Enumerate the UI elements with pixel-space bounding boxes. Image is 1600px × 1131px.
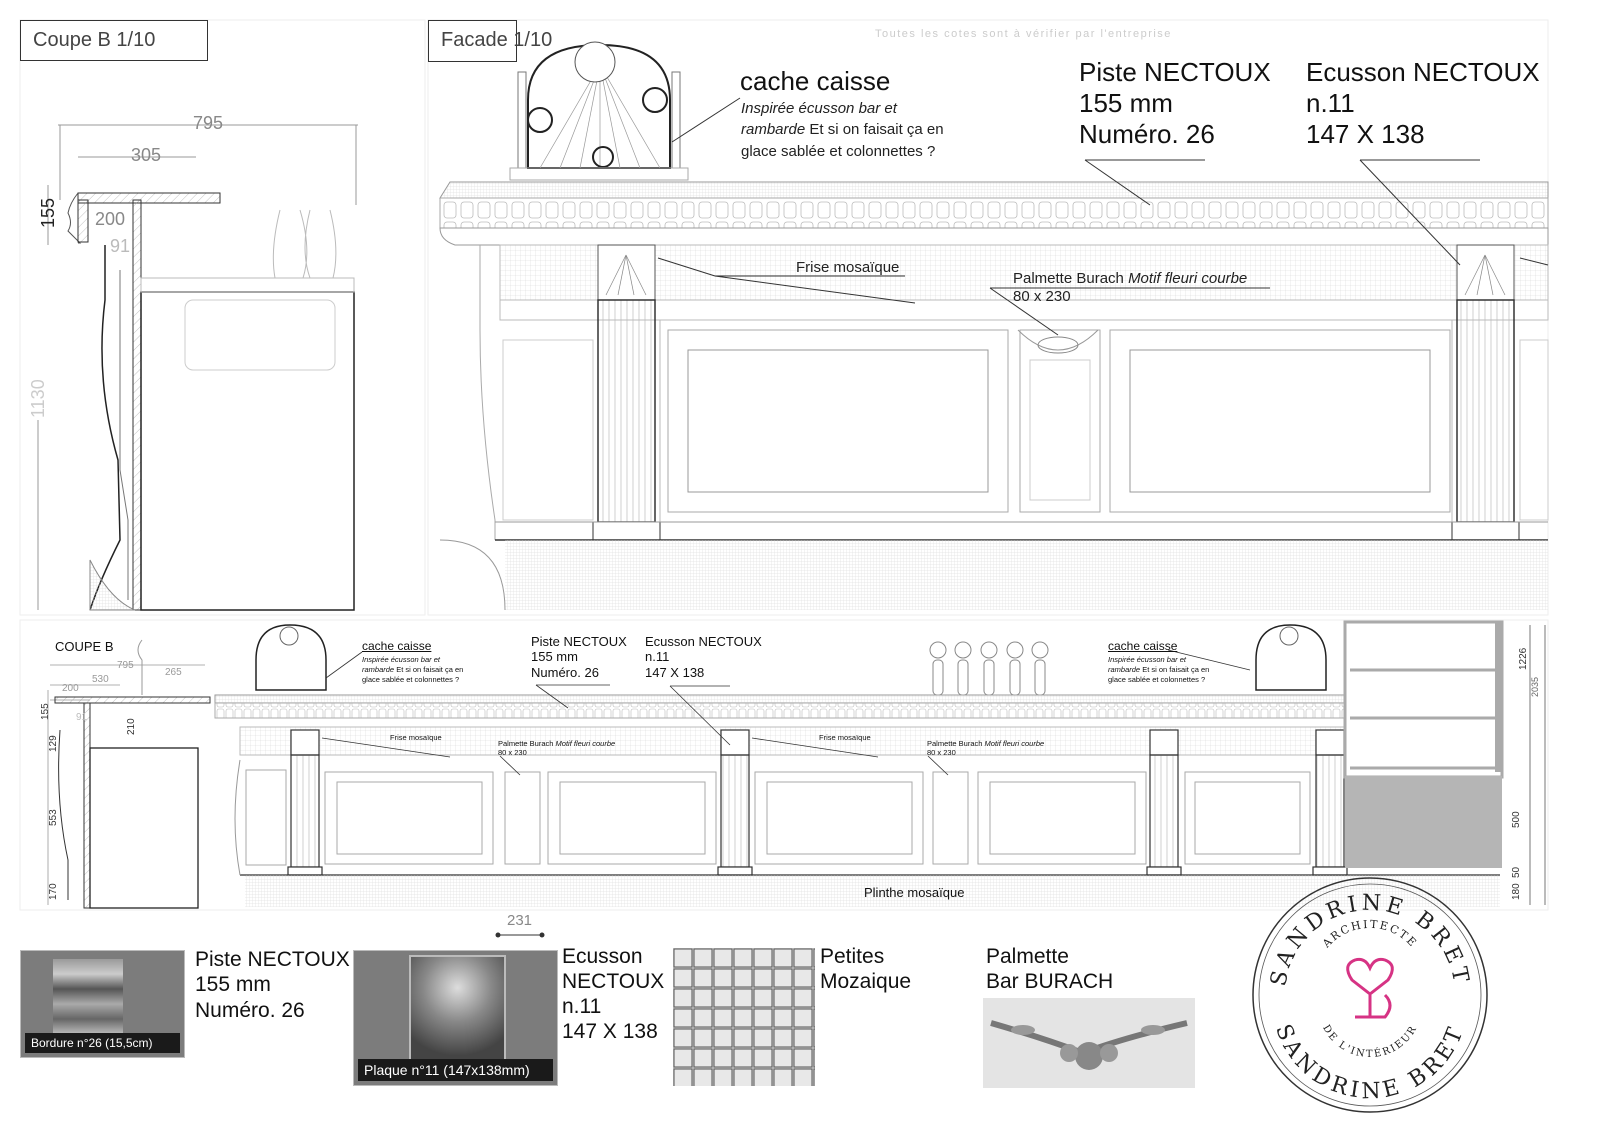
dim-50: 50 xyxy=(1511,866,1522,878)
palmette-italic: Motif fleuri courbe xyxy=(555,739,616,748)
coupe-b-section-top xyxy=(19,19,426,616)
plaque-image xyxy=(409,955,506,1061)
dim-795-small: 795 xyxy=(117,660,134,671)
plaque-desc-4: 147 X 138 xyxy=(562,1020,658,1043)
facade-elevation-top xyxy=(427,19,1549,616)
dim-129-small: 129 xyxy=(48,735,59,752)
piste-small-1: Piste NECTOUX xyxy=(531,634,627,649)
dim-180: 180 xyxy=(1511,883,1522,900)
bordure-image xyxy=(53,959,123,1034)
plaque-caption: Plaque n°11 (147x138mm) xyxy=(358,1059,553,1081)
cache-caisse-small-right-note-3: glace sablée et colonnettes ? xyxy=(1108,675,1206,684)
cache-caisse-note-1: Inspirée écusson bar et xyxy=(741,100,897,117)
plaque-desc-1: Ecusson xyxy=(562,945,643,968)
piste-label-1: Piste NECTOUX xyxy=(1079,57,1271,87)
bordure-desc-3: Numéro. 26 xyxy=(195,999,305,1022)
disclaimer-text: Toutes les cotes sont à vérifier par l'e… xyxy=(875,28,1172,40)
mosaic-tiles xyxy=(673,948,815,1086)
plaque-photo: Plaque n°11 (147x138mm) xyxy=(353,950,558,1086)
palmette-small-1-size: 80 x 230 xyxy=(498,748,527,757)
cache-caisse-small-left-note-3: glace sablée et colonnettes ? xyxy=(362,675,460,684)
ecusson-label-1: Ecusson NECTOUX xyxy=(1306,57,1540,87)
ecusson-small-1: Ecusson NECTOUX xyxy=(645,634,762,649)
svg-text:DE L'INTÉRIEUR: DE L'INTÉRIEUR xyxy=(1320,1023,1420,1060)
mosaic-desc-2: Mozaique xyxy=(820,970,912,993)
dim-200: 200 xyxy=(95,209,126,229)
palmette-italic: Motif fleuri courbe xyxy=(1128,270,1248,287)
note-rest: Et si on faisait ça en xyxy=(1140,665,1210,674)
frise-small-2: Frise mosaïque xyxy=(819,733,871,742)
coupe-b-small-title: COUPE B xyxy=(55,639,114,654)
cache-caisse-title: cache caisse xyxy=(740,66,891,96)
dim-553-small: 553 xyxy=(48,809,59,826)
dim-155-small: 155 xyxy=(40,703,51,720)
plaque-desc-3: n.11 xyxy=(562,995,602,1018)
palmette-size: 80 x 230 xyxy=(1013,288,1071,305)
palmette-desc-1: Palmette xyxy=(986,945,1069,968)
architect-stamp-logo: SANDRINE BRET SANDRINE BRET ARCHITECTE D… xyxy=(1252,877,1488,1113)
cache-caisse-note-2: rambarde Et si on faisait ça en xyxy=(741,119,944,140)
dim-1226: 1226 xyxy=(1518,647,1529,670)
ecusson-small-3: 147 X 138 xyxy=(645,665,705,680)
dim-530-small: 530 xyxy=(92,674,109,685)
frise-small-1: Frise mosaïque xyxy=(390,733,442,742)
coupe-b-title: Coupe B 1/10 xyxy=(20,20,208,61)
bordure-caption: Bordure n°26 (15,5cm) xyxy=(25,1033,180,1053)
note-rest: Et si on faisait ça en xyxy=(394,665,464,674)
frise-label: Frise mosaïque xyxy=(796,259,900,276)
bordure-desc-1: Piste NECTOUX xyxy=(195,948,350,971)
palmette-desc-2: Bar BURACH xyxy=(986,970,1114,993)
dim-155: 155 xyxy=(38,197,58,228)
dim-2035: 2035 xyxy=(1530,676,1540,697)
palmette-italic: Motif fleuri courbe xyxy=(984,739,1045,748)
dim-305: 305 xyxy=(131,145,162,165)
dim-91-small: 91 xyxy=(76,712,88,723)
cache-caisse-note-3: glace sablée et colonnettes ? xyxy=(741,143,936,160)
palmette-small-1: Palmette Burach Motif fleuri courbe xyxy=(498,739,615,749)
palmette-photo xyxy=(983,998,1195,1088)
mosaic-photo xyxy=(673,948,815,1086)
bordure-photo: Bordure n°26 (15,5cm) xyxy=(20,950,185,1058)
note-italic: rambarde xyxy=(362,665,395,674)
piste-label-3: Numéro. 26 xyxy=(1079,119,1215,149)
dim-170-small: 170 xyxy=(48,883,59,900)
palmette-name: Palmette Burach xyxy=(498,739,554,748)
palmette-name: Palmette Burach xyxy=(1013,270,1124,287)
piste-label-2: 155 mm xyxy=(1079,88,1173,118)
dim-1130: 1130 xyxy=(28,379,48,418)
mosaic-desc-1: Petites xyxy=(820,945,885,968)
cache-caisse-small-left-note-2: rambarde Et si on faisait ça en xyxy=(362,665,463,675)
dim-500: 500 xyxy=(1511,811,1522,828)
dim-91: 91 xyxy=(110,236,131,256)
note-italic: rambarde xyxy=(741,121,806,138)
plaque-desc-2: NECTOUX xyxy=(562,970,665,993)
dim-231: 231 xyxy=(507,912,533,929)
palmette-label: Palmette Burach Motif fleuri courbe xyxy=(1013,268,1247,289)
ecusson-label-2: n.11 xyxy=(1306,88,1355,118)
plinthe-label: Plinthe mosaïque xyxy=(864,885,965,900)
cache-caisse-small-left-note-1: Inspirée écusson bar et xyxy=(362,655,440,664)
ecusson-small-2: n.11 xyxy=(645,649,670,664)
note-italic: rambarde xyxy=(1108,665,1141,674)
cache-caisse-small-right-note-2: rambarde Et si on faisait ça en xyxy=(1108,665,1209,675)
ecusson-label-3: 147 X 138 xyxy=(1306,119,1425,149)
dim-210-small: 210 xyxy=(126,718,137,735)
dim-265-small: 265 xyxy=(165,667,182,678)
cache-caisse-small-right: cache caisse xyxy=(1108,639,1178,653)
note-rest: Et si on faisait ça en xyxy=(805,121,944,138)
dim-200-small: 200 xyxy=(62,683,79,694)
cache-caisse-small-left: cache caisse xyxy=(362,639,432,653)
piste-small-3: Numéro. 26 xyxy=(531,665,599,680)
piste-small-2: 155 mm xyxy=(531,649,578,664)
palmette-small-2-size: 80 x 230 xyxy=(927,748,956,757)
bordure-desc-2: 155 mm xyxy=(195,973,271,996)
svg-text:SANDRINE BRET: SANDRINE BRET xyxy=(1270,1021,1470,1104)
palmette-name: Palmette Burach xyxy=(927,739,983,748)
cache-caisse-small-right-note-1: Inspirée écusson bar et xyxy=(1108,655,1186,664)
dim-795: 795 xyxy=(193,113,224,133)
facade-title: Facade 1/10 xyxy=(428,20,552,62)
palmette-garland-image xyxy=(990,1020,1188,1070)
bottom-elevation xyxy=(19,619,1549,938)
palmette-small-2: Palmette Burach Motif fleuri courbe xyxy=(927,739,1044,749)
